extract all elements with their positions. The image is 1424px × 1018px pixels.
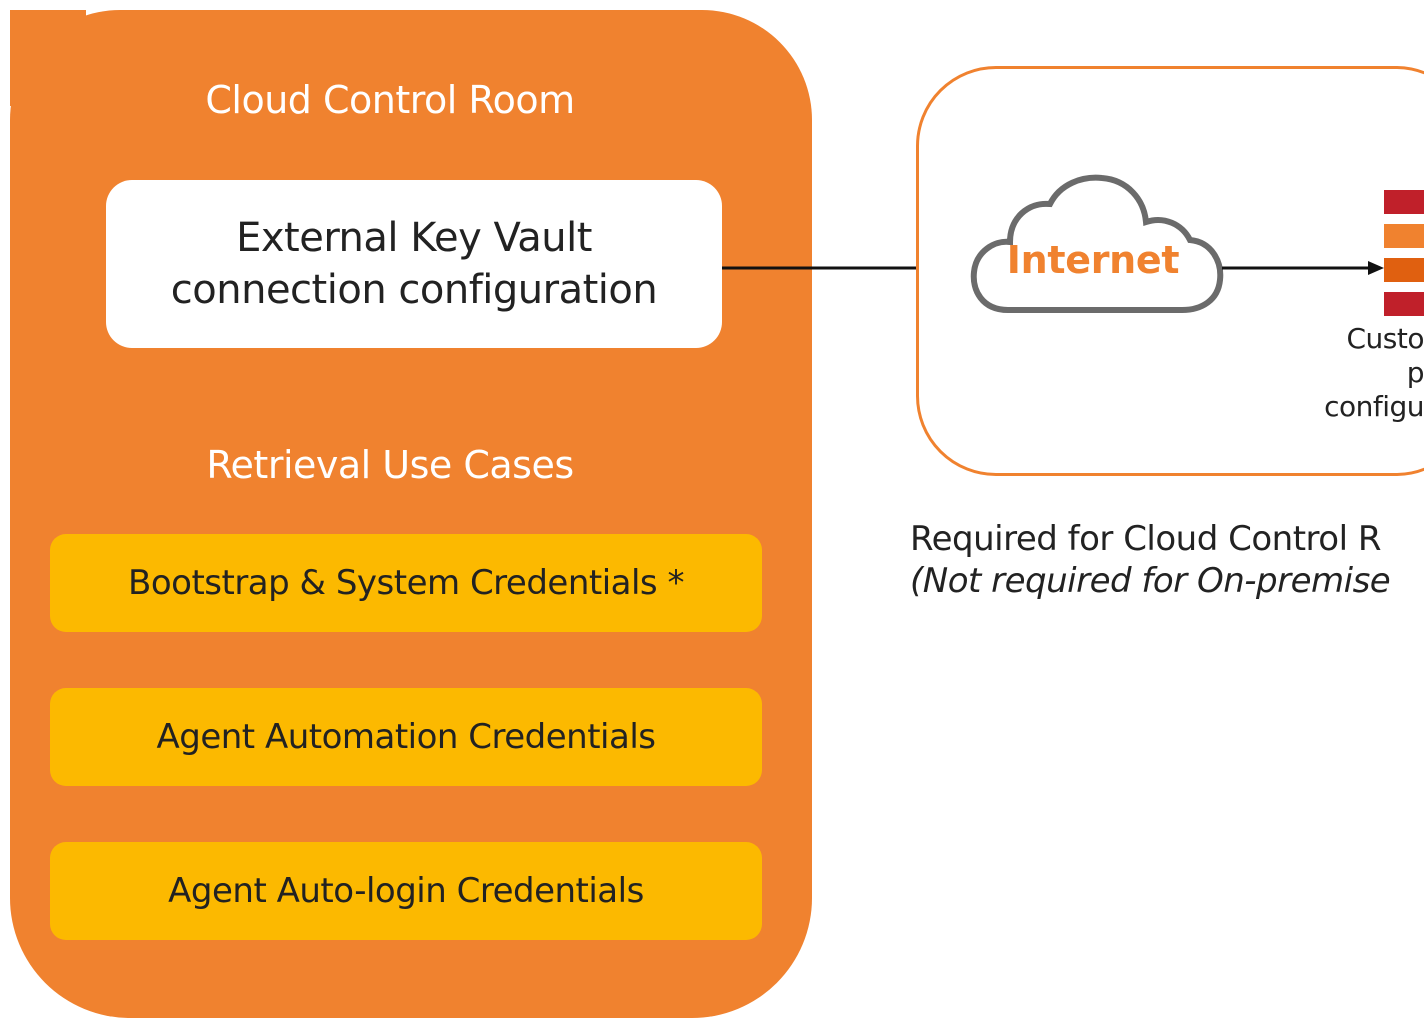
requirement-note: Required for Cloud Control R (Not requir… [910,518,1391,602]
firewall-bar [1384,292,1424,316]
internet-label: Internet [1006,238,1180,282]
customer-label-line-2: p [1406,356,1424,389]
cloud-icon [970,174,1224,313]
not-required-line: (Not required for On-premise [910,561,1391,601]
customer-firewall-label: Custo p configu [1300,322,1424,424]
use-case-agent-auto-login: Agent Auto-login Credentials [50,842,762,940]
use-case-agent-automation: Agent Automation Credentials [50,688,762,786]
use-case-label: Agent Automation Credentials [156,717,657,757]
customer-label-line-1: Custo [1346,322,1424,355]
key-vault-line-2: connection configuration [170,267,658,313]
use-case-bootstrap-system: Bootstrap & System Credentials * [50,534,762,632]
panel-corner-accent [10,10,86,106]
use-case-label: Bootstrap & System Credentials * [128,563,684,603]
firewall-bar [1384,190,1424,214]
use-case-label: Agent Auto-login Credentials [168,871,644,911]
arrow-icon [1222,261,1384,275]
firewall-bar [1384,224,1424,248]
required-line: Required for Cloud Control R [910,519,1381,559]
firewall-bar [1384,258,1424,282]
retrieval-use-cases-title: Retrieval Use Cases [206,443,574,487]
key-vault-line-1: External Key Vault [236,215,592,261]
customer-label-line-3: configu [1324,390,1424,423]
cloud-control-room-title: Cloud Control Room [205,78,575,122]
external-key-vault-box: External Key Vault connection configurat… [106,180,722,348]
